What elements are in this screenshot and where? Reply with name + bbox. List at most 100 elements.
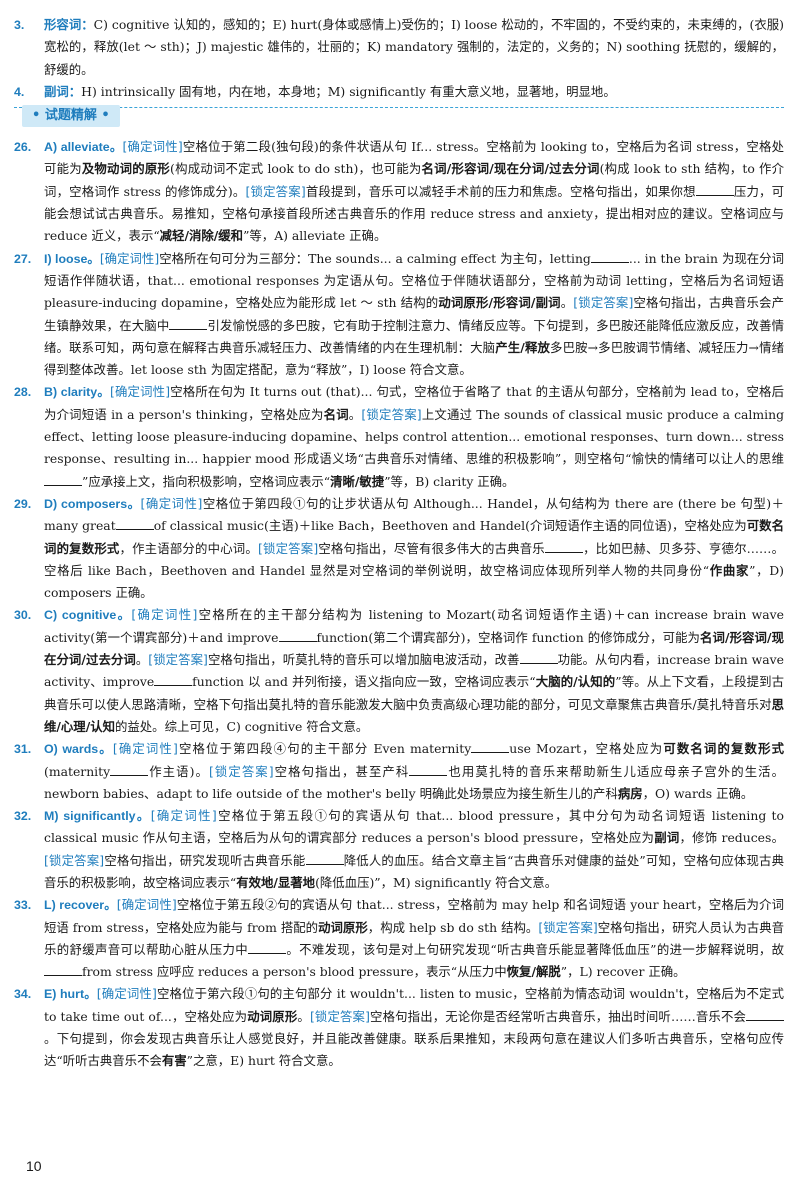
text-segment: ”，D) composers 正确。	[44, 562, 784, 601]
bold-term: 恢复/解脱	[506, 964, 561, 980]
text-segment: function 以 and 并列衔接，语义指向应一致，空格词应表示“	[192, 674, 536, 690]
tag-define: [确定词性]	[140, 495, 203, 511]
tag-lock: [锁定答案]	[148, 652, 208, 668]
text-segment: 空格位于第四段①句的让步状语从句 Although... Handel，从句结构…	[44, 495, 784, 534]
answer-blank	[519, 651, 558, 665]
answer-blank	[278, 629, 317, 642]
bold-term: 及物动词的原形	[81, 161, 171, 177]
vocab-adjectives: 3. 形容词：C) cognitive 认知的，感知的；E) hurt(身体或感…	[14, 14, 784, 81]
item-body: M) significantly。[确定词性]空格位于第五段①句的宾语从句 th…	[44, 805, 784, 894]
tag-lock: [锁定答案]	[257, 540, 319, 556]
answer-item-34: 34. E) hurt。[确定词性]空格位于第六段①句的主句部分 it woul…	[14, 983, 785, 1072]
tag-define: [确定词性]	[99, 250, 160, 266]
bold-term: 可数名词的复数形式	[663, 741, 784, 757]
item-body: O) wards。[确定词性]空格位于第四段④句的主干部分 Even mater…	[44, 738, 784, 805]
text-segment: 引发愉悦感的多巴胺，它有助于控制注意力、情绪反应等。下句提到，多巴胺还能降低应激…	[44, 317, 785, 355]
tag-define: [确定词性]	[116, 897, 177, 913]
text-segment: 空格句指出，听莫扎特的音乐可以增加脑电波活动，改善	[207, 652, 520, 668]
item-body: B) clarity。[确定词性]空格所在句为 It turns out (th…	[44, 381, 784, 492]
section-title: • 试题精解 •	[22, 105, 120, 128]
text-segment: 功能。从句内看，increase brain wave activity、imp…	[44, 652, 785, 690]
answer-item-28: 28. B) clarity。[确定词性]空格所在句为 It turns out…	[14, 381, 784, 492]
text-segment: 。	[135, 652, 149, 668]
text-segment: ”等，A) alleviate 正确。	[243, 228, 387, 244]
answer-head: L) recover。	[44, 898, 117, 913]
item-number: 26.	[14, 140, 32, 155]
tag-lock: [锁定答案]	[538, 919, 598, 935]
answer-blank	[544, 540, 583, 553]
answer-blank	[154, 673, 193, 687]
text-segment: 空格句指出，尽管有很多伟大的古典音乐	[318, 540, 545, 556]
item-body: C) cognitive。[确定词性]空格所在的主干部分结构为 listenin…	[44, 604, 784, 738]
bold-term: 名词/形容词/现在分词/过去分词	[44, 629, 784, 668]
text-segment: 空格句指出，研究人员认为古典音乐的舒缓声音可以帮助心脏从压力中	[44, 919, 785, 957]
tag-lock: [锁定答案]	[44, 852, 105, 868]
text-segment: ，比如巴赫、贝多芬、亨德尔……。空格后 like Bach，Beethoven …	[44, 540, 785, 578]
answer-blank	[695, 183, 734, 196]
bold-term: 可数名词的复数形式	[44, 518, 785, 556]
tag-define: [确定词性]	[112, 741, 178, 757]
tag-define: [确定词性]	[122, 139, 183, 155]
page-number: 10	[26, 1158, 42, 1174]
answer-blank	[44, 473, 82, 486]
bold-term: 减轻/消除/缓和	[159, 228, 244, 244]
text-segment: 的益处。综上可见，C) cognitive 符合文意。	[115, 718, 369, 734]
vocab-number: 3.	[14, 18, 25, 32]
answer-blank	[471, 740, 510, 754]
text-segment: ”之意，E) hurt 符合文意。	[186, 1053, 341, 1069]
text-segment: 多巴胺→多巴胺调节情绪、减轻压力→情绪得到整体改善。let loose sth …	[44, 339, 785, 378]
tag-define: [确定词性]	[150, 808, 217, 824]
answer-item-26: 26. A) alleviate。[确定词性]空格位于第二段(独句段)的条件状语…	[14, 136, 784, 247]
tag-lock: [锁定答案]	[361, 406, 422, 422]
tag-lock: [锁定答案]	[245, 183, 306, 199]
vocab-body: 副词：H) intrinsically 固有地，内在地，本身地；M) signi…	[44, 81, 784, 103]
tag-lock: [锁定答案]	[573, 295, 634, 311]
text-segment: 作主语)。	[148, 763, 209, 779]
text-segment: 空格位于第四段④句的主干部分 Even maternity	[177, 741, 472, 757]
section-divider: • 试题精解 •	[14, 105, 784, 130]
text-segment: 。	[348, 406, 362, 422]
text-segment: 。不难发现，该句是对上句研究发现“听古典音乐能显著降低血压”的进一步解释说明，故	[286, 941, 784, 957]
text-segment: 也用莫扎特的音乐来帮助新生儿适应母亲子宫外的生活。newborn babies、…	[44, 763, 785, 801]
item-number: 31.	[14, 742, 32, 757]
bold-term: 思维/心理/认知	[44, 696, 784, 734]
text-segment: 空格句指出，无论你是否经常听古典音乐，抽出时间听……音乐不会	[369, 1008, 747, 1024]
vocab-label: 形容词：	[44, 18, 94, 32]
tag-define: [确定词性]	[96, 986, 157, 1002]
bold-term: 有效地/显著地	[236, 874, 316, 890]
tag-lock: [锁定答案]	[309, 1008, 370, 1024]
text-segment: from stress 应呼应 reduces a person's blood…	[82, 964, 507, 980]
answer-head: I) loose。	[44, 251, 100, 266]
bold-term: 清晰/敏捷	[330, 473, 385, 489]
bold-term: 名词/形容词/现在分词/过去分词	[421, 161, 600, 177]
text-segment: (构成 look to sth 结构，to 作介词，空格词作 stress 的修…	[44, 161, 784, 199]
text-segment: ，修饰 reduces。	[679, 830, 784, 846]
item-body: D) composers。[确定词性]空格位于第四段①句的让步状语从句 Alth…	[44, 493, 784, 604]
bold-term: 产生/释放	[495, 339, 551, 355]
text-segment: (maternity	[44, 763, 111, 779]
tag-define: [确定词性]	[109, 384, 171, 400]
item-number: 27.	[14, 251, 32, 266]
answer-blank	[409, 763, 448, 776]
answer-item-32: 32. M) significantly。[确定词性]空格位于第五段①句的宾语从…	[14, 805, 784, 894]
tag-define: [确定词性]	[131, 607, 198, 623]
text-segment: 空格位于第五段②句的宾语从句 that... stress，空格前为 may h…	[44, 897, 784, 935]
text-segment: ”等。从上下文看，上段提到古典音乐可以使人思路清晰，空格下句指出莫扎特的音乐能激…	[44, 674, 784, 712]
text-segment: (降低血压)”，M) significantly 符合文意。	[315, 874, 558, 890]
text-segment: 。下句提到，你会发现古典音乐让人感觉良好，并且能改善健康。联系后果推知，末段两句…	[44, 1031, 784, 1069]
answer-blank	[110, 763, 149, 776]
text-segment: 空格位于第五段①句的宾语从句 that... blood pressure，其中…	[44, 808, 784, 846]
text-segment: ”，L) recover 正确。	[560, 964, 686, 980]
bold-term: 大脑的/认知的	[535, 674, 616, 690]
text-segment: ”应承接上文，指向积极影响，空格词应表示“	[82, 473, 331, 489]
item-number: 28.	[14, 385, 32, 400]
item-number: 30.	[14, 608, 32, 623]
bold-term: 动词原形	[247, 1008, 298, 1024]
text-segment: of classical music(主语)＋like Bach，Beethov…	[153, 518, 747, 534]
answer-head: A) alleviate。	[44, 140, 123, 155]
bold-term: 名词	[323, 406, 349, 422]
text-segment: 空格所在句可分为三部分：The sounds... a calming effe…	[159, 250, 591, 266]
text-segment: function(第二个谓宾部分)，空格词作 function 的修饰成分，可能…	[316, 629, 701, 645]
bold-term: 副词	[654, 830, 680, 846]
